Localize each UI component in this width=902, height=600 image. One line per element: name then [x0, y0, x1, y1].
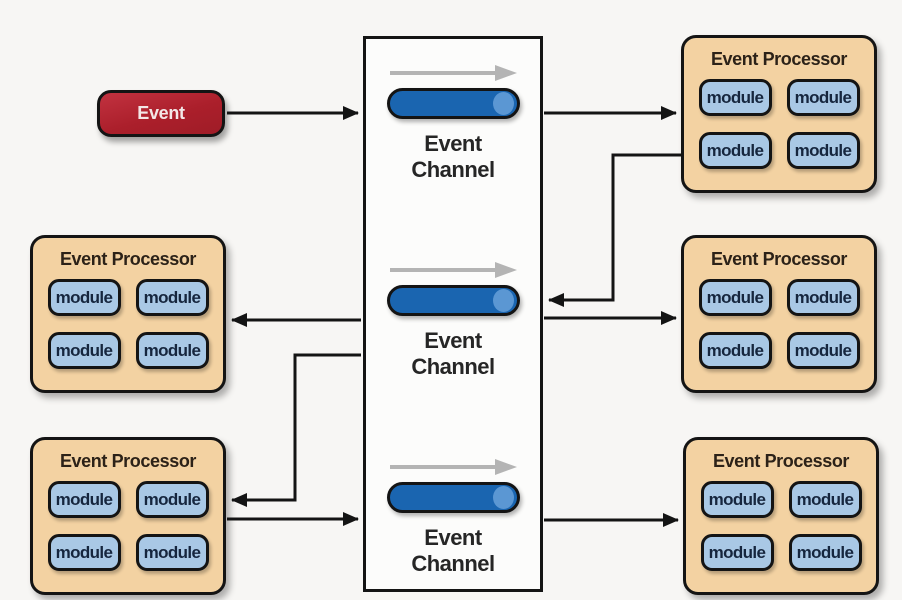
processor-title: Event Processor — [59, 451, 197, 471]
arrow-processor-top-right-to-channel2 — [548, 153, 681, 307]
event-processor-bottom-left: Event Processor module module module mod… — [30, 437, 226, 595]
channel-queue-pill-cap — [492, 486, 514, 509]
event-channel-3: Event Channel — [366, 457, 540, 577]
event-source-box: Event — [97, 90, 225, 137]
channel-label: Event Channel — [411, 328, 495, 380]
arrow-channel2-to-processor-bottom-left — [231, 353, 361, 507]
module-box: module — [47, 481, 121, 518]
event-processor-middle-right: Event Processor module module module mod… — [681, 235, 877, 393]
flow-direction-arrow-icon — [389, 65, 517, 81]
channel-label-line2: Channel — [411, 157, 495, 182]
processor-title: Event Processor — [710, 49, 848, 69]
event-processor-bottom-right: Event Processor module module module mod… — [683, 437, 879, 595]
module-box: module — [47, 534, 121, 571]
channel-label: Event Channel — [411, 525, 495, 577]
channel-label-line2: Channel — [411, 354, 495, 379]
event-channel-2: Event Channel — [366, 260, 540, 380]
module-grid: module module module module — [684, 279, 874, 369]
module-box: module — [698, 279, 772, 316]
channel-queue-pill — [386, 88, 520, 119]
processor-title: Event Processor — [59, 249, 197, 269]
module-box: module — [698, 132, 772, 169]
module-box: module — [135, 481, 209, 518]
module-box: module — [786, 132, 860, 169]
module-box: module — [786, 279, 860, 316]
module-box: module — [788, 481, 862, 518]
flow-direction-arrow-icon — [389, 459, 517, 475]
module-box: module — [786, 332, 860, 369]
module-box: module — [786, 79, 860, 116]
module-grid: module module module module — [33, 481, 223, 571]
processor-title: Event Processor — [712, 451, 850, 471]
channel-queue-pill — [386, 482, 520, 513]
channel-queue-pill-cap — [492, 92, 514, 115]
module-box: module — [135, 279, 209, 316]
module-grid: module module module module — [686, 481, 876, 571]
channel-label-line2: Channel — [411, 551, 495, 576]
module-box: module — [698, 332, 772, 369]
event-source-label: Event — [137, 103, 185, 123]
module-box: module — [47, 332, 121, 369]
module-grid: module module module module — [684, 79, 874, 169]
module-box: module — [135, 332, 209, 369]
channel-queue-pill — [386, 285, 520, 316]
channel-label: Event Channel — [411, 131, 495, 183]
module-box: module — [698, 79, 772, 116]
event-channel-1: Event Channel — [366, 63, 540, 183]
channel-label-line1: Event — [424, 131, 482, 156]
flow-direction-arrow-icon — [389, 262, 517, 278]
module-box: module — [47, 279, 121, 316]
channel-label-line1: Event — [424, 525, 482, 550]
module-box: module — [700, 534, 774, 571]
module-box: module — [788, 534, 862, 571]
channel-queue-pill-cap — [492, 289, 514, 312]
module-box: module — [700, 481, 774, 518]
event-processor-top-right: Event Processor module module module mod… — [681, 35, 877, 193]
module-box: module — [135, 534, 209, 571]
event-channel-panel: Event Channel Event Channel — [363, 36, 543, 592]
event-processor-middle-left: Event Processor module module module mod… — [30, 235, 226, 393]
processor-title: Event Processor — [710, 249, 848, 269]
module-grid: module module module module — [33, 279, 223, 369]
channel-label-line1: Event — [424, 328, 482, 353]
